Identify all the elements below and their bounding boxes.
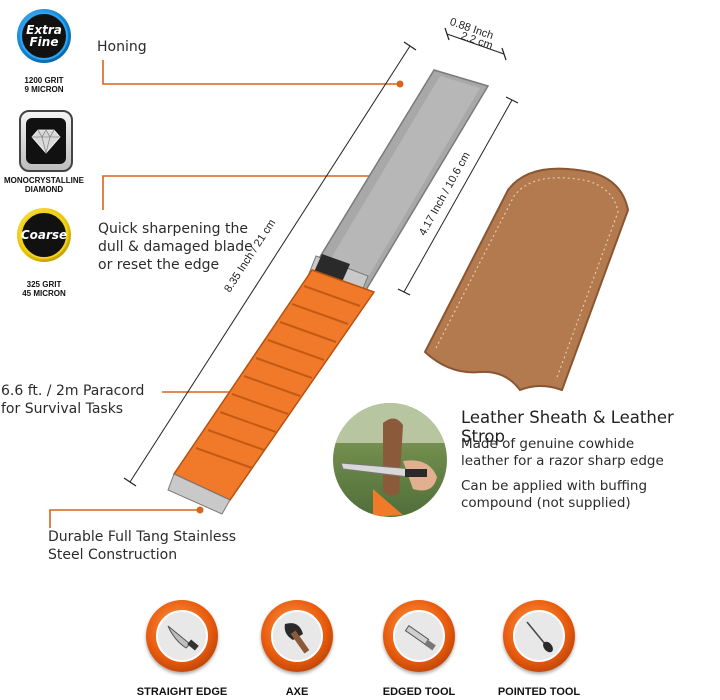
diamond-caption: MONOCRYSTALLINE DIAMOND — [0, 176, 88, 194]
extra-fine-micron: 9 MICRON — [24, 85, 64, 94]
width-dimension-line — [446, 33, 505, 55]
honing-label: Honing — [97, 39, 147, 55]
straight-edge-disc — [156, 610, 208, 662]
diamond-caption-2: DIAMOND — [24, 185, 64, 194]
length-dimension-line — [129, 45, 411, 483]
axe-label: AXE — [285, 686, 309, 698]
tang-label: Durable Full Tang Stainless Steel Constr… — [48, 528, 236, 564]
usage-photo — [333, 403, 447, 517]
diamond-badge-face — [26, 118, 66, 164]
pointed-tool-label: POINTED TOOL — [497, 686, 581, 698]
honing-leader-dot — [396, 80, 404, 88]
coarse-text: Coarse — [20, 228, 68, 242]
sheath-stitching — [435, 177, 619, 381]
paracord-line-2: for Survival Tasks — [1, 401, 124, 417]
sheath-desc-1-line-1: Made of genuine cowhide — [461, 436, 635, 452]
sheath-title: Leather Sheath & Leather Strop — [461, 408, 674, 446]
quick-leader-line — [102, 175, 395, 210]
coarse-grit: 325 GRIT — [26, 280, 62, 289]
diamond-caption-1: MONOCRYSTALLINE — [4, 176, 84, 185]
sheath-desc-2-line-1: Can be applied with buffing — [461, 478, 648, 494]
pointed-tool-disc — [513, 610, 565, 662]
sheath-desc-1: Made of genuine cowhide leather for a ra… — [461, 436, 664, 470]
diamond-badge — [19, 110, 73, 172]
extra-fine-grit: 1200 GRIT — [24, 76, 64, 85]
straight-edge-label: STRAIGHT EDGE — [136, 686, 228, 698]
paracord-weave — [195, 285, 361, 469]
coarse-caption: 325 GRIT 45 MICRON — [0, 280, 88, 298]
hand-sharpening-image — [333, 403, 447, 517]
sheath-desc-1-line-2: leather for a razor sharp edge — [461, 453, 664, 469]
extra-fine-badge-face: Extra Fine — [20, 12, 68, 60]
axe-badge — [261, 600, 333, 672]
axe-disc — [271, 610, 323, 662]
plate-length-dimension-line — [403, 99, 513, 293]
diamond-icon — [31, 129, 61, 154]
extra-fine-caption: 1200 GRIT 9 MICRON — [0, 76, 88, 94]
straight-edge-knife-icon — [167, 625, 199, 651]
tang-leader-line — [49, 509, 200, 528]
coarse-micron: 45 MICRON — [22, 289, 66, 298]
edged-tool-badge — [383, 600, 455, 672]
tang-line-2: Steel Construction — [48, 547, 178, 563]
sheath-desc-2: Can be applied with buffing compound (no… — [461, 478, 647, 512]
quick-line-1: Quick sharpening the — [98, 221, 248, 237]
tang-leader-dot — [196, 506, 204, 514]
extra-fine-badge: Extra Fine — [17, 9, 71, 63]
paracord-line-1: 6.6 ft. / 2m Paracord — [1, 383, 145, 399]
diamond-plate-surface — [324, 76, 480, 284]
quick-line-2: dull & damaged blade — [98, 239, 253, 255]
paracord-label: 6.6 ft. / 2m Paracord for Survival Tasks — [1, 382, 144, 418]
chisel-icon — [404, 624, 436, 651]
extra-fine-text-1: Extra — [26, 23, 62, 37]
extra-fine-text-2: Fine — [29, 35, 59, 49]
tang-line-1: Durable Full Tang Stainless — [48, 529, 237, 545]
coarse-badge: Coarse — [17, 208, 71, 262]
honing-leader-line — [102, 60, 400, 85]
quick-sharpening-label: Quick sharpening the dull & damaged blad… — [98, 220, 253, 274]
edged-tool-disc — [393, 610, 445, 662]
coarse-badge-face: Coarse — [20, 211, 68, 259]
product-illustration — [49, 27, 630, 528]
straight-edge-badge — [146, 600, 218, 672]
tang-end — [167, 473, 231, 515]
edged-tool-label: EDGED TOOL — [382, 686, 456, 698]
pointed-tool-badge — [503, 600, 575, 672]
leather-sheath — [423, 167, 630, 392]
sheath-desc-2-line-2: compound (not supplied) — [461, 495, 631, 511]
awl-icon — [526, 621, 553, 653]
axe-icon — [284, 623, 310, 654]
quick-line-3: or reset the edge — [98, 257, 220, 273]
